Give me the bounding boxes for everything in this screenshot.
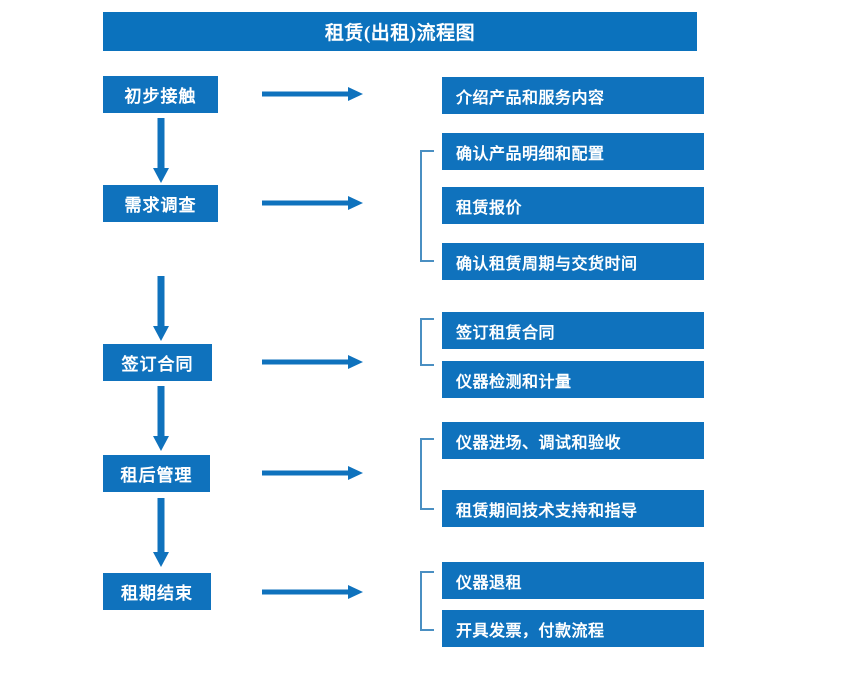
vertical-arrow-initial-to-needs (152, 118, 170, 184)
group-bracket-sign-contract (419, 318, 435, 366)
stage-box-lease-end[interactable]: 租期结束 (103, 573, 211, 610)
stage-box-sign-contract[interactable]: 签订合同 (103, 344, 212, 381)
stage-box-post-rent-management[interactable]: 租后管理 (103, 455, 210, 492)
horizontal-arrow-initial-contact (262, 86, 364, 102)
stage-box-needs-survey[interactable]: 需求调查 (103, 185, 218, 222)
detail-box-instrument-testing[interactable]: 仪器检测和计量 (442, 361, 704, 398)
group-bracket-needs-survey (419, 150, 435, 262)
group-bracket-lease-end (419, 571, 435, 631)
horizontal-arrow-sign-contract (262, 354, 364, 370)
stage-box-initial-contact[interactable]: 初步接触 (103, 76, 218, 113)
detail-box-introduce-products[interactable]: 介绍产品和服务内容 (442, 77, 704, 114)
vertical-arrow-postrent-to-leaseend (152, 498, 170, 568)
group-bracket-post-rent-management (419, 438, 435, 510)
chart-title-banner: 租赁(出租)流程图 (103, 12, 697, 51)
vertical-arrow-contract-to-postrent (152, 386, 170, 452)
detail-box-sign-rental-contract[interactable]: 签订租赁合同 (442, 312, 704, 349)
horizontal-arrow-needs-survey (262, 195, 364, 211)
detail-box-rental-quote[interactable]: 租赁报价 (442, 187, 704, 224)
detail-box-instrument-return[interactable]: 仪器退租 (442, 562, 704, 599)
detail-box-rental-support[interactable]: 租赁期间技术支持和指导 (442, 490, 704, 527)
detail-box-confirm-spec[interactable]: 确认产品明细和配置 (442, 133, 704, 170)
horizontal-arrow-post-rent-management (262, 465, 364, 481)
detail-box-instrument-delivery[interactable]: 仪器进场、调试和验收 (442, 422, 704, 459)
detail-box-invoice-payment[interactable]: 开具发票，付款流程 (442, 610, 704, 647)
horizontal-arrow-lease-end (262, 584, 364, 600)
vertical-arrow-needs-to-contract (152, 276, 170, 342)
detail-box-confirm-period[interactable]: 确认租赁周期与交货时间 (442, 243, 704, 280)
